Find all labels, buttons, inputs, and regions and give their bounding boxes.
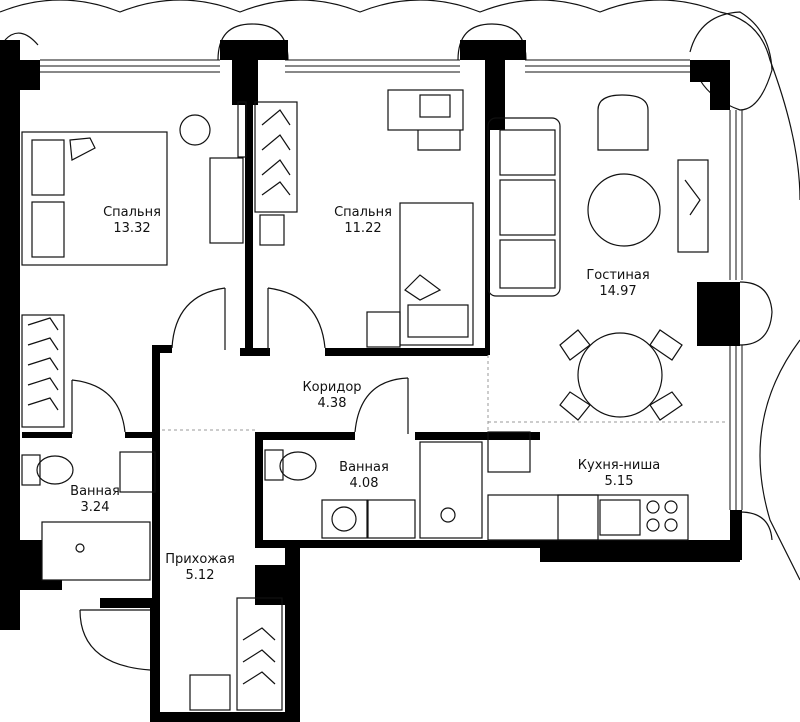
- room-label-entrance-hall: Прихожая 5.12: [160, 552, 240, 584]
- closet-left: [21, 314, 65, 428]
- desk: [387, 89, 464, 151]
- washing-machine: [321, 499, 368, 539]
- hangers-3: [242, 627, 276, 685]
- double-bed: [21, 131, 168, 266]
- room-label-bedroom-1: Спальня 13.32: [92, 205, 172, 237]
- shoe-bench: [189, 674, 231, 711]
- round-stool: [179, 114, 211, 146]
- room-label-bathroom-1: Ванная 3.24: [55, 484, 135, 516]
- room-name: Спальня: [334, 205, 392, 220]
- toilet-2: [264, 449, 317, 481]
- washer-drum: [331, 506, 357, 532]
- sink-1: [119, 451, 156, 493]
- door-swings: [71, 287, 409, 671]
- bathtub: [41, 521, 151, 581]
- shoe-rack: [259, 214, 285, 246]
- shelf: [237, 101, 247, 158]
- entrance-wardrobe: [236, 597, 283, 711]
- room-name: Ванная: [339, 460, 389, 475]
- armchair: [597, 94, 649, 151]
- hangers-1: [261, 109, 291, 196]
- shower: [419, 441, 483, 539]
- upper-cabinet: [487, 431, 531, 473]
- room-label-corridor: Коридор 4.38: [292, 380, 372, 412]
- zone-dividers: [162, 355, 728, 431]
- room-area: 11.22: [344, 221, 382, 236]
- room-area: 14.97: [599, 284, 637, 299]
- room-label-bedroom-2: Спальня 11.22: [323, 205, 403, 237]
- room-name: Прихожая: [165, 552, 235, 567]
- tv-icon: [684, 179, 701, 216]
- sofa: [487, 117, 561, 297]
- room-area: 5.15: [604, 474, 634, 489]
- room-label-living-room: Гостиная 14.97: [578, 268, 658, 300]
- hangers-2: [27, 317, 59, 411]
- room-name: Спальня: [103, 205, 161, 220]
- room-name: Коридор: [302, 380, 362, 395]
- window-top: [40, 59, 690, 73]
- window-right: [729, 110, 743, 510]
- nightstand: [366, 311, 401, 348]
- toilet-1: [21, 454, 74, 486]
- room-name: Ванная: [70, 484, 120, 499]
- coffee-table: [587, 173, 661, 247]
- tv-stand: [677, 159, 709, 253]
- room-area: 5.12: [185, 568, 215, 583]
- balcony-outline: [0, 0, 800, 581]
- drain-2: [440, 507, 456, 523]
- single-bed: [399, 202, 474, 346]
- room-name: Гостиная: [586, 268, 650, 283]
- dining-table: [559, 329, 683, 421]
- room-area: 4.08: [349, 476, 379, 491]
- room-label-bathroom-2: Ванная 4.08: [324, 460, 404, 492]
- drain-1: [75, 543, 85, 553]
- walls: [0, 40, 742, 722]
- room-name: Кухня-ниша: [577, 458, 661, 473]
- room-label-kitchen: Кухня-ниша 5.15: [564, 458, 674, 490]
- wardrobe-1: [209, 157, 244, 244]
- kitchen-counter: [487, 494, 689, 541]
- sink-2: [367, 499, 416, 539]
- room-area: 3.24: [80, 500, 110, 515]
- room-area: 13.32: [113, 221, 151, 236]
- room-area: 4.38: [317, 396, 347, 411]
- wardrobe-2: [254, 101, 298, 213]
